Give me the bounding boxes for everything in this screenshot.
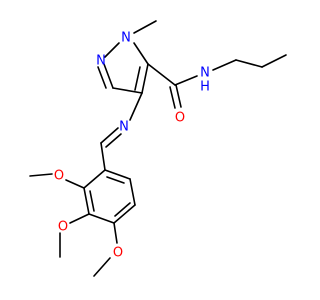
bond-o4-methyl	[93, 257, 111, 277]
bond-n1-n2	[104, 42, 120, 58]
bond-ar4-o4	[113, 222, 118, 244]
atom-labels: N N N H O N O O O	[54, 31, 210, 261]
molecule-structure: N N N H O N O O O	[29, 20, 287, 277]
bond-ar6-ar1	[104, 169, 131, 180]
atom-amide-h-label: H	[200, 80, 210, 95]
bond-n1-methyl	[133, 20, 157, 34]
bond-n-imine-ch-double	[105, 133, 122, 148]
bond-n2-c3-double	[97, 66, 107, 89]
bond-c4-c5-double	[134, 66, 141, 91]
bond-ch-aryl	[100, 142, 106, 171]
bond-ar3-ar4	[88, 213, 115, 224]
atom-imine-n-label: N	[119, 120, 129, 135]
bond-c5-carbonyl	[147, 63, 176, 86]
bond-propyl-c1-c2	[235, 59, 263, 68]
bond-n2-c3	[103, 63, 114, 89]
bond-ar2-ar3-inner	[89, 190, 95, 212]
bond-carbonyl-o-double	[169, 86, 176, 109]
bond-o2-methyl	[29, 173, 53, 177]
bond-ar1-ar2	[83, 169, 106, 189]
bond-c4-n-imine	[129, 92, 143, 121]
bond-ar3-o3	[69, 213, 90, 224]
bond-ar6-ar1-inner	[106, 176, 125, 184]
bonds	[29, 20, 287, 277]
bond-n-propyl-c1	[212, 59, 237, 71]
bond-c4-c5	[141, 63, 149, 94]
bond-ar2-ar3	[83, 187, 90, 215]
bond-ar2-o2	[65, 179, 85, 189]
bond-n-imine-ch	[100, 127, 119, 144]
atom-n2-label: N	[96, 54, 106, 69]
atom-carbonyl-o-label: O	[175, 111, 185, 126]
atom-methoxy-o2-label: O	[54, 169, 64, 184]
bond-propyl-c2-c3	[261, 54, 287, 68]
atom-methoxy-o4-label: O	[113, 246, 123, 261]
atom-amide-n-label: N	[200, 66, 210, 81]
bond-c5-n1	[133, 42, 149, 65]
bond-carbonyl-o	[175, 84, 182, 108]
bond-c3-c4	[112, 87, 143, 94]
bond-ar5-ar6	[129, 178, 136, 206]
bond-carbonyl-n	[174, 75, 198, 86]
atom-n1-label: N	[121, 31, 131, 46]
atom-methoxy-o3-label: O	[58, 220, 68, 235]
bond-ar4-ar5	[113, 204, 136, 224]
bond-ar4-ar5-inner	[114, 202, 131, 217]
